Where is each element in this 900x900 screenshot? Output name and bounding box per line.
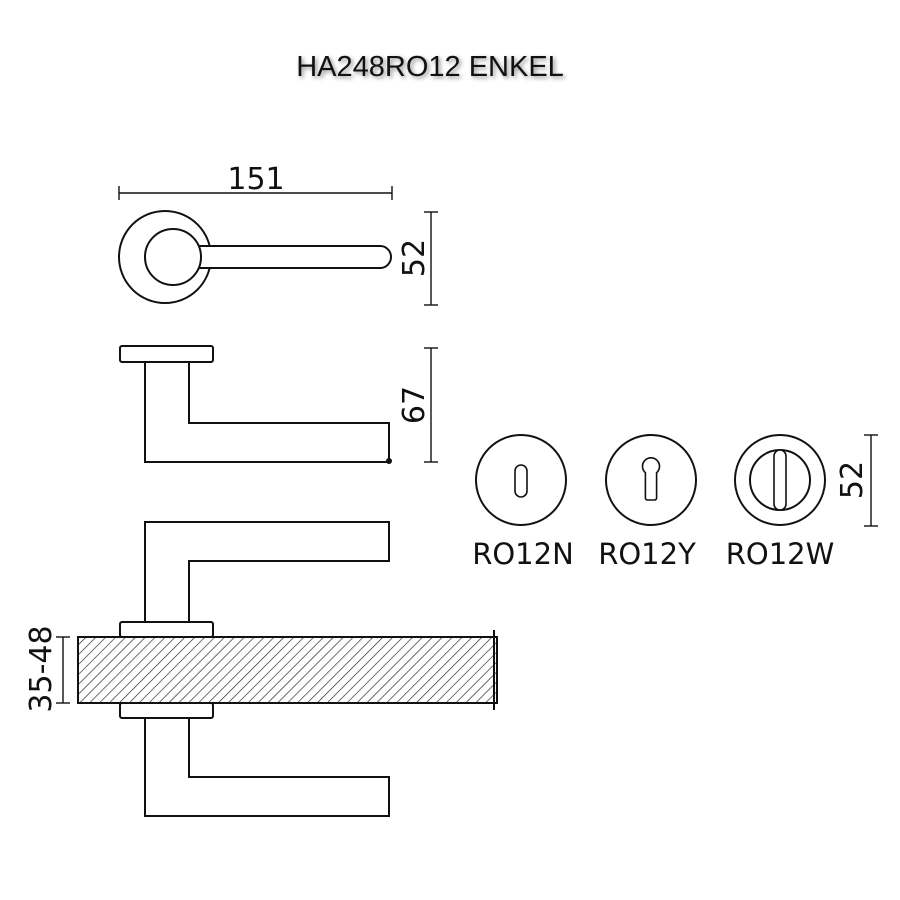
rose-ro12w xyxy=(734,434,826,526)
escutcheon-ro12n: RO12N xyxy=(472,434,574,571)
dimension-52-escutcheon: 52 xyxy=(835,434,878,527)
side-view: 67 xyxy=(119,345,438,464)
lever-side xyxy=(144,361,390,463)
escutcheon-ro12y: RO12Y xyxy=(598,434,697,571)
rose-ro12n xyxy=(475,434,567,526)
keyhole-icon xyxy=(514,464,528,498)
rose-side xyxy=(119,345,214,363)
lever-top xyxy=(194,245,392,269)
dim-lever-height: 67 xyxy=(397,386,432,424)
drawing-title: HA248RO12 ENKEL xyxy=(296,51,564,83)
caption-ro12n: RO12N xyxy=(472,537,574,571)
dim-lever-length: 151 xyxy=(227,162,284,197)
lever-hub xyxy=(144,228,202,286)
lever-upper xyxy=(144,521,390,623)
door-section xyxy=(77,636,498,704)
rose-ro12y xyxy=(605,434,697,526)
dim-rose-diameter-top: 52 xyxy=(397,239,432,277)
rose-lower xyxy=(119,702,214,719)
lever-lower xyxy=(144,717,390,817)
dim-door-thickness: 35-48 xyxy=(24,625,59,712)
dimension-67: 67 xyxy=(397,347,438,463)
top-view: 151 52 xyxy=(118,162,438,306)
caption-ro12w: RO12W xyxy=(726,537,835,571)
wc-turn-icon xyxy=(773,449,787,511)
cylinder-hole-icon xyxy=(641,457,661,501)
dimension-151: 151 xyxy=(118,162,393,200)
door-assembly-view: 35-48 xyxy=(24,521,498,817)
tip-point xyxy=(386,458,392,464)
dimension-35-48: 35-48 xyxy=(24,625,70,713)
dimension-52-top: 52 xyxy=(397,211,438,306)
dim-rose-diameter-escutcheon: 52 xyxy=(835,461,870,499)
caption-ro12y: RO12Y xyxy=(598,537,696,571)
escutcheon-ro12w: RO12W xyxy=(726,434,835,571)
rose-upper xyxy=(119,621,214,638)
